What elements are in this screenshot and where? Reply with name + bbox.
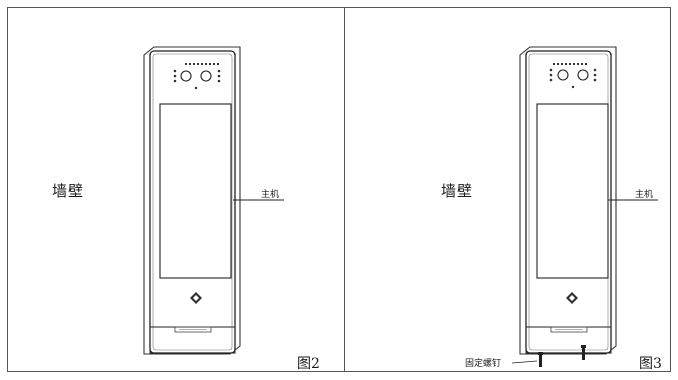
screw-label: 固定螺钉	[465, 359, 502, 369]
screw-icon	[538, 345, 586, 367]
card-reader-icon	[190, 292, 202, 304]
screen	[159, 103, 232, 279]
figure-label: 图3	[639, 356, 662, 372]
ir-leds	[173, 69, 221, 83]
speaker-grille	[185, 63, 219, 65]
diagram-frame	[7, 7, 671, 372]
screw-leader-line	[511, 360, 538, 364]
wall-label: 墙壁	[52, 182, 85, 200]
camera-icon	[557, 69, 589, 81]
figure-3-panel: 墙壁 主机 图3 固定螺钉	[345, 7, 671, 372]
wall-label: 墙壁	[441, 182, 474, 200]
panel-divider	[344, 7, 345, 372]
host-label: 主机	[261, 190, 280, 200]
speaker-grille	[553, 63, 587, 65]
device-illustration-fig2	[143, 46, 284, 355]
figure-label: 图2	[297, 356, 320, 372]
camera-icon	[180, 70, 212, 82]
card-reader-icon	[566, 292, 578, 304]
screen	[536, 103, 609, 279]
host-label: 主机	[635, 190, 654, 200]
ir-leds	[549, 68, 597, 82]
figure-2-panel: 墙壁 主机 图2	[7, 7, 344, 372]
device-illustration-fig3	[511, 46, 658, 367]
